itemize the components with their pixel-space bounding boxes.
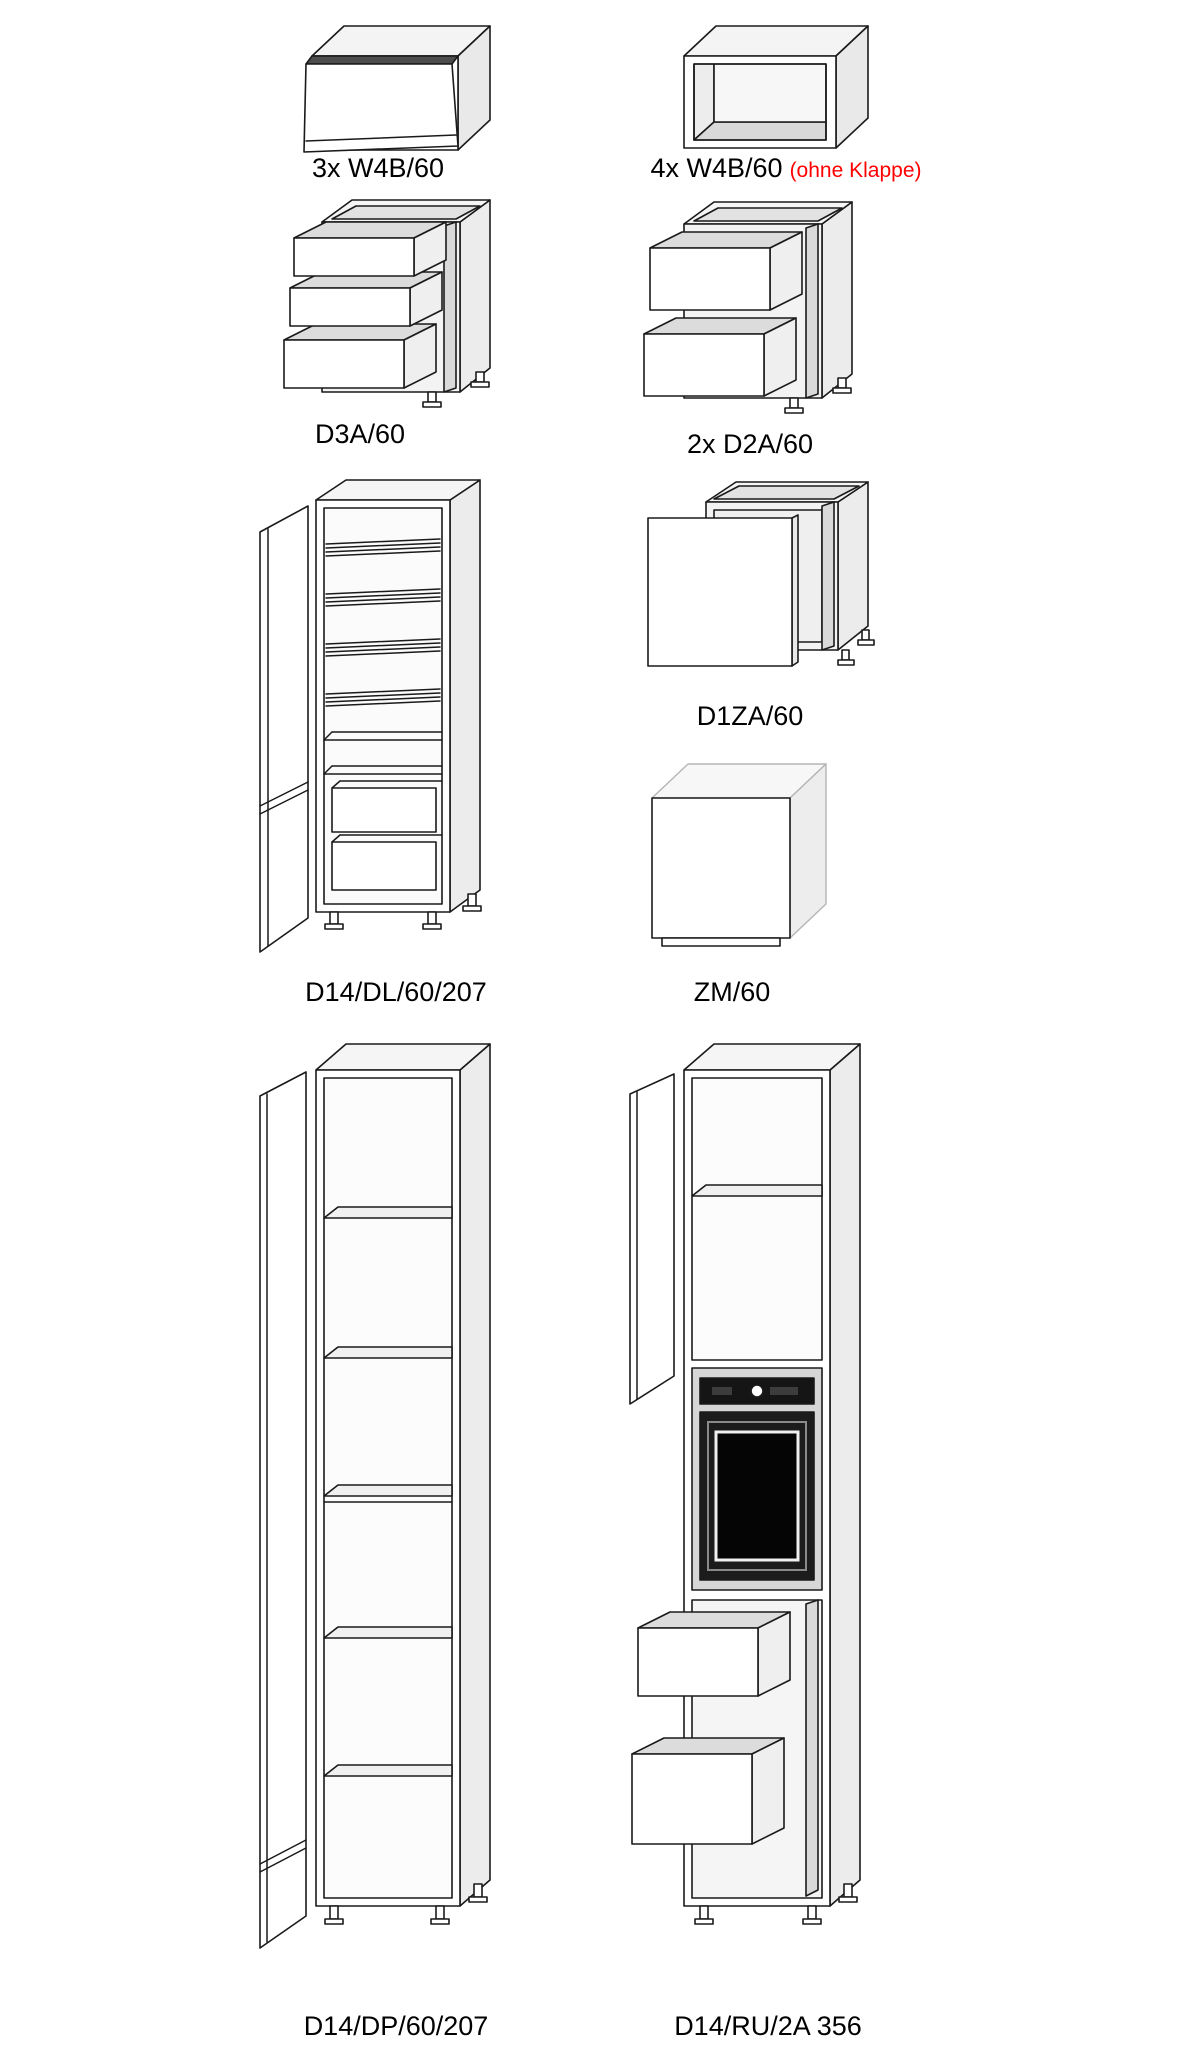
tall-oven-housing-figure <box>622 1028 912 2003</box>
wall-cabinet-open-figure <box>670 14 882 162</box>
appliance-front-label: ZM/60 <box>693 977 771 1007</box>
wall-cabinet-flap-drawing <box>303 25 491 153</box>
sink-base-figure <box>640 474 898 696</box>
base-2-drawers-drawing <box>643 201 853 414</box>
wall-cabinet-open-label-text: 4x W4B/60 <box>650 153 783 183</box>
sink-base-label: D1ZA/60 <box>696 701 804 731</box>
tall-fridge-housing-figure <box>248 470 532 970</box>
appliance-front-drawing <box>651 763 827 947</box>
tall-pantry-figure <box>250 1028 528 2003</box>
wall-cabinet-flap-label: 3x W4B/60 <box>311 153 445 183</box>
tall-oven-housing-label: D14/RU/2A 356 <box>674 2011 862 2041</box>
base-3-drawers-label: D3A/60 <box>314 419 406 449</box>
wall-cabinet-flap-figure <box>294 12 504 162</box>
tall-fridge-housing-label: D14/DL/60/207 <box>305 977 487 1007</box>
appliance-front-figure <box>640 752 856 956</box>
sink-base-drawing <box>647 481 875 667</box>
wall-cabinet-open-label: 4x W4B/60 (ohne Klappe) <box>626 153 946 184</box>
wall-cabinet-open-note: (ohne Klappe) <box>789 159 922 182</box>
base-2-drawers-label: 2x D2A/60 <box>686 429 814 459</box>
tall-fridge-housing-drawing <box>259 479 482 953</box>
tall-oven-housing-drawing <box>629 1043 861 1925</box>
wall-cabinet-open-drawing <box>683 25 869 149</box>
base-3-drawers-drawing <box>283 199 491 408</box>
base-3-drawers-figure <box>266 192 524 417</box>
tall-pantry-label: D14/DP/60/207 <box>303 2011 489 2041</box>
base-2-drawers-figure <box>630 192 882 430</box>
tall-pantry-drawing <box>259 1043 491 1949</box>
